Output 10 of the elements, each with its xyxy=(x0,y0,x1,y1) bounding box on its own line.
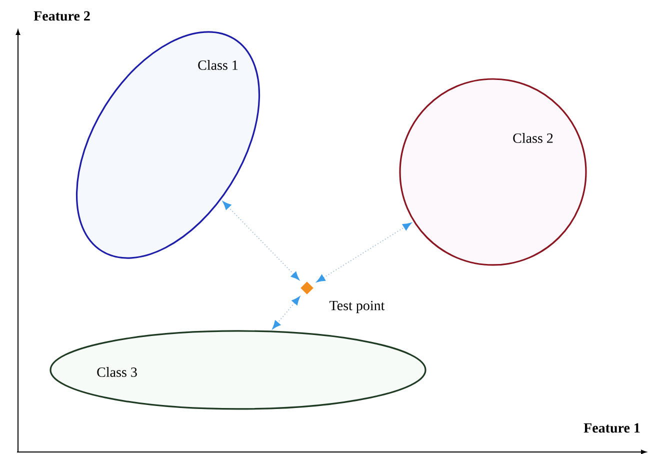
class-region: Class 2 xyxy=(399,78,587,266)
class-region: Class 1 xyxy=(76,31,260,259)
axis-label: Feature 2 xyxy=(34,11,90,21)
point-label: Test point xyxy=(330,300,385,314)
axis-label: Feature 1 xyxy=(584,423,640,433)
distance-arrow xyxy=(222,201,300,280)
distance-arrow xyxy=(316,222,412,282)
test-point-marker xyxy=(300,282,314,294)
class-region: Class 3 xyxy=(50,330,426,410)
distance-arrow xyxy=(272,296,300,330)
